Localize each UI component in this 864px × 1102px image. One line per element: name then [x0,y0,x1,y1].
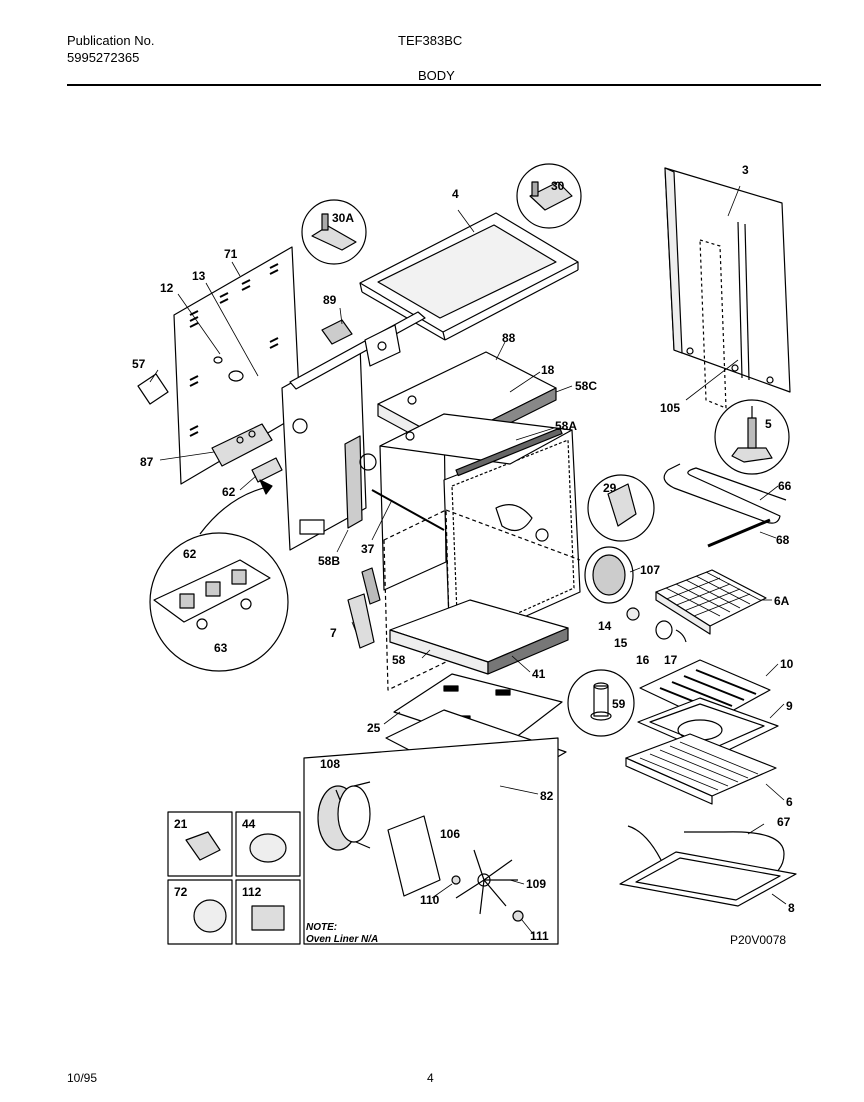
rear-panel-part [664,167,791,409]
bulb-14-part [626,607,640,621]
callout-37: 37 [361,542,375,556]
callout-10: 10 [780,657,794,671]
model-number: TEF383BC [398,33,463,48]
element-68-part [707,518,771,548]
callout-5: 5 [765,417,772,431]
callout-8: 8 [788,901,795,915]
publication-number: 5995272365 [67,50,140,65]
light-107-part [584,546,634,604]
thermostat-89-part [321,319,401,367]
motor-bracket-106-part [387,815,441,897]
callout-72: 72 [174,885,188,899]
callout-58a: 58A [555,419,577,433]
callout-88: 88 [502,331,516,345]
knob-72-part [193,899,227,933]
probe-37-part [371,489,445,531]
note-text: Oven Liner N/A [306,934,378,945]
callout-62-detail: 62 [183,547,197,561]
terminal-block-62-part [251,457,283,483]
leveling-leg-part [714,399,790,475]
clip-29-detail [587,474,655,542]
callout-63: 63 [214,641,228,655]
callout-68: 68 [776,533,790,547]
callout-106: 106 [440,827,460,841]
callout-108: 108 [320,757,340,771]
callout-82: 82 [540,789,554,803]
callout-66: 66 [778,479,792,493]
section-title: BODY [418,68,455,83]
callout-57: 57 [132,357,146,371]
bracket-57-part [137,373,169,405]
connector-112-part [251,905,285,931]
callout-59: 59 [612,697,626,711]
callout-29: 29 [603,481,617,495]
header-rule [67,84,821,86]
foot-59-detail [567,669,635,737]
callout-109: 109 [526,877,546,891]
callout-58c: 58C [575,379,597,393]
callout-58: 58 [392,653,406,667]
callout-107: 107 [640,563,660,577]
callout-71: 71 [224,247,238,261]
oven-bottom-8-part [619,851,797,907]
figure-code: P20V0078 [730,933,787,947]
bracket-30a-detail [301,199,367,265]
callout-7: 7 [330,626,337,640]
callout-9: 9 [786,699,793,713]
terminal-21-part [185,831,221,861]
callout-111: 111 [530,929,549,943]
fan-motor-108-part [317,781,371,851]
terminal-block-62-detail [149,479,289,672]
callout-21: 21 [174,817,188,831]
callout-44: 44 [242,817,256,831]
callout-17: 17 [664,653,678,667]
grommet-44-part [249,833,287,863]
leader-lines [149,185,787,936]
top-panel-part [359,212,579,341]
rack-6a-part [655,569,767,635]
terminal-87-part [211,423,273,467]
callout-110: 110 [420,893,440,907]
callout-87: 87 [140,455,154,469]
bake-element-66-part [663,463,787,524]
page-number: 4 [427,1071,434,1085]
oven-rack-6-part [625,733,777,805]
oven-liner-part [359,413,581,651]
callout-3: 3 [742,163,749,177]
cover-17-part [675,629,687,643]
callout-67: 67 [777,815,791,829]
note-heading: NOTE: [306,922,337,933]
fan-blade-109-part [455,849,518,915]
callout-13: 13 [192,269,206,283]
callout-25: 25 [367,721,381,735]
callout-89: 89 [323,293,337,307]
callout-41: 41 [532,667,546,681]
bottom-insulation-58-part [389,599,569,675]
callout-58b: 58B [318,554,340,568]
publication-date: 10/95 [67,1071,98,1085]
callout-18: 18 [541,363,555,377]
callout-6a: 6A [774,594,790,608]
callout-30a: 30A [332,211,354,225]
door-hinge-7-part [347,567,381,649]
callout-105: 105 [660,401,680,415]
callout-30: 30 [551,179,565,193]
callout-16: 16 [636,653,650,667]
nut-111-part [512,910,524,922]
lens-16-part [655,620,673,640]
callout-6: 6 [786,795,793,809]
publication-label: Publication No. [67,33,155,48]
callout-12: 12 [160,281,174,295]
callout-15: 15 [614,636,628,650]
callout-4: 4 [452,187,459,201]
bracket-30-detail [516,163,582,229]
callout-14: 14 [598,619,612,633]
nut-110-part [451,875,461,885]
callout-62-top: 62 [222,485,236,499]
callout-112: 112 [242,885,262,899]
